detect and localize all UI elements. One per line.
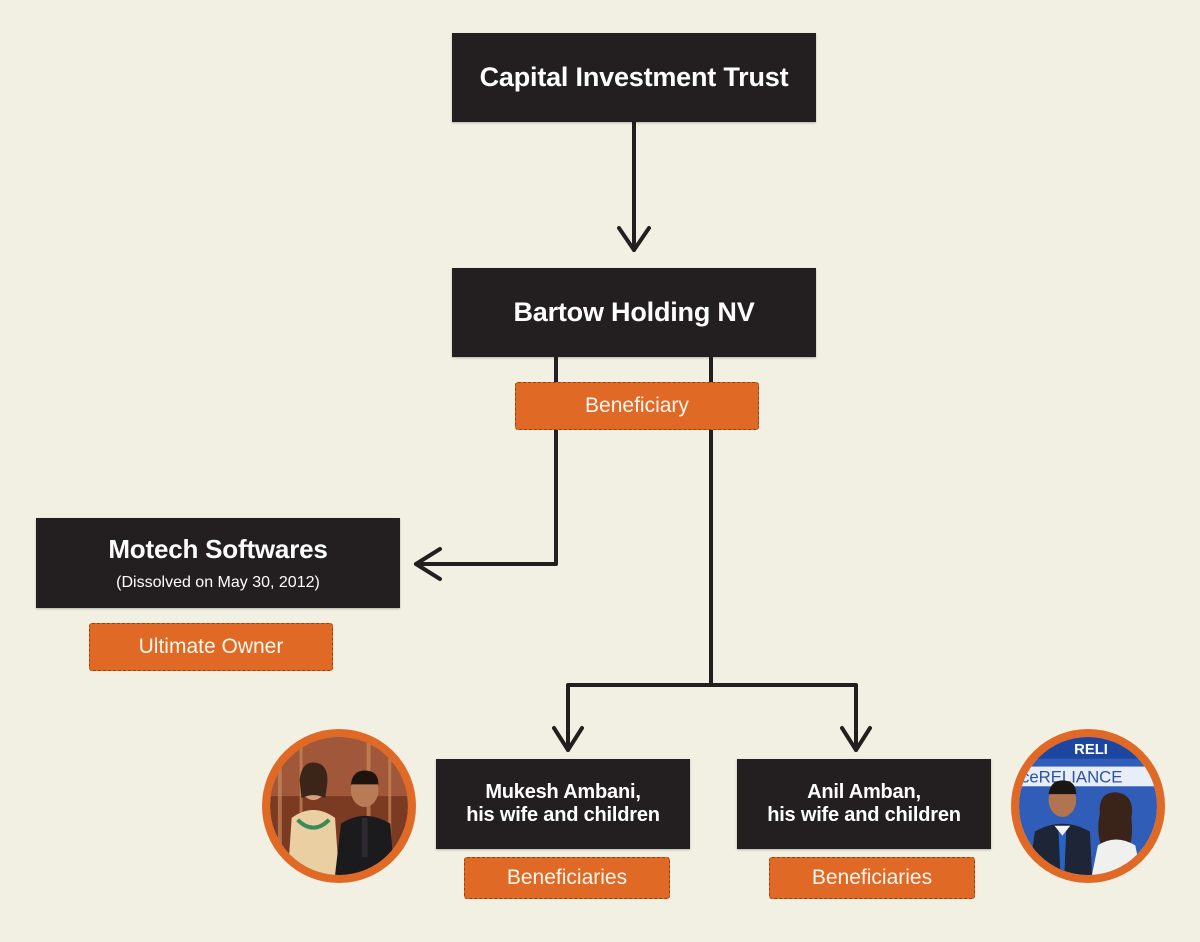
node-title-line1: Mukesh Ambani, (485, 781, 641, 803)
node-subtitle: (Dissolved on May 30, 2012) (116, 574, 320, 591)
arrowhead-anil (840, 726, 872, 752)
node-mukesh-ambani: Mukesh Ambani, his wife and children (436, 759, 690, 849)
node-motech-softwares: Motech Softwares (Dissolved on May 30, 2… (36, 518, 400, 608)
node-title: Bartow Holding NV (513, 297, 755, 327)
node-title-line1: Anil Amban, (807, 781, 921, 803)
tag-anil-beneficiaries: Beneficiaries (769, 857, 975, 899)
arrowhead-motech (414, 547, 442, 581)
node-bartow-holding: Bartow Holding NV (452, 268, 816, 357)
tag-mukesh-beneficiaries: Beneficiaries (464, 857, 670, 899)
tag-ultimate-owner: Ultimate Owner (89, 623, 333, 671)
node-title-line2: his wife and children (767, 804, 961, 826)
tag-beneficiary: Beneficiary (515, 382, 759, 430)
node-anil-ambani: Anil Amban, his wife and children (737, 759, 991, 849)
node-capital-investment-trust: Capital Investment Trust (452, 33, 816, 122)
node-title: Capital Investment Trust (479, 62, 789, 92)
node-title: Motech Softwares (108, 534, 328, 564)
arrowhead-mukesh (552, 726, 584, 752)
connector-bartow-to-beneficiaries (566, 356, 713, 752)
photo-anil-ambani-family: RELI ceRELIANCE (1011, 729, 1165, 883)
node-title-line2: his wife and children (466, 804, 660, 826)
connector-to-anil (709, 683, 858, 752)
arrowhead-bartow (617, 226, 651, 252)
photo-mukesh-ambani-family (262, 729, 416, 883)
sign-text-top: RELI (1074, 742, 1108, 758)
sign-text-middle: ceRELIANCE (1021, 767, 1122, 786)
